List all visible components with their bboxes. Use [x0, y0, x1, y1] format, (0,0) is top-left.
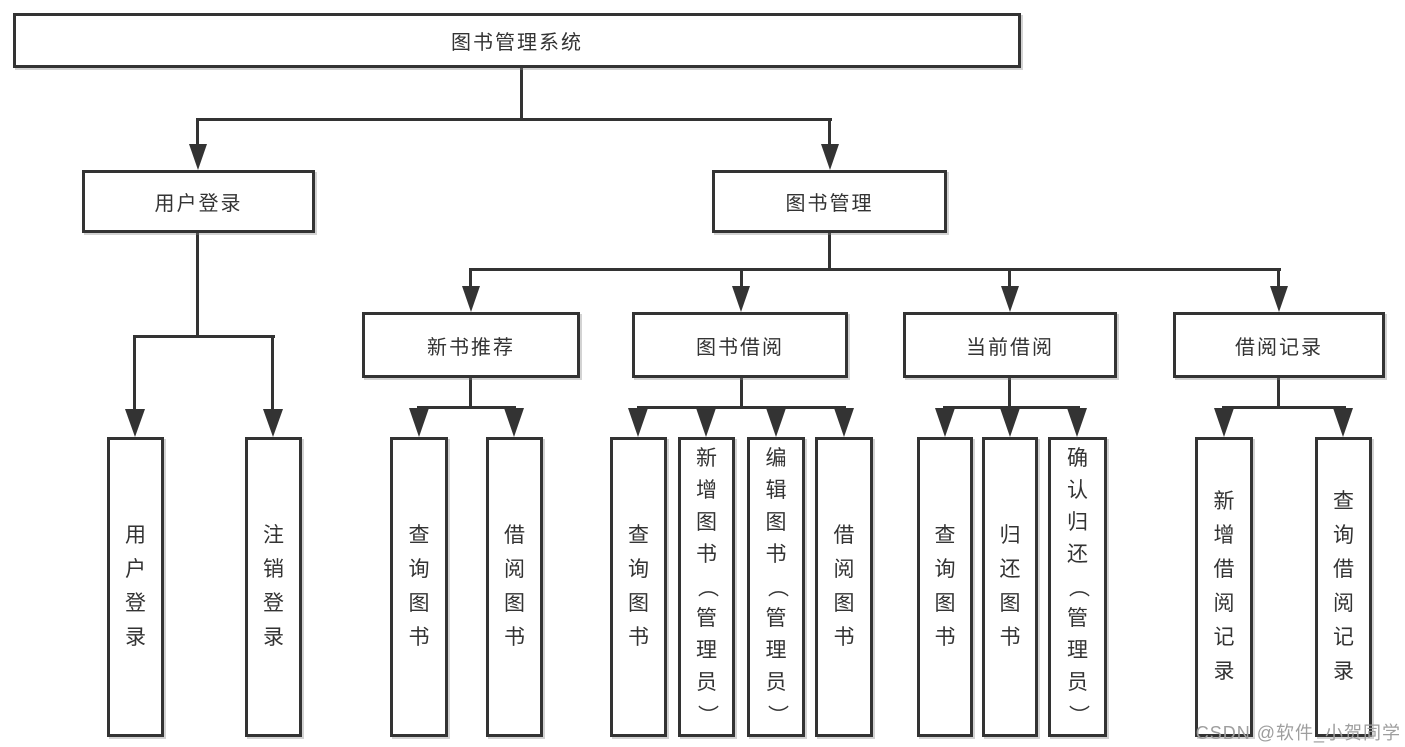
connector-line — [1222, 406, 1346, 409]
arrowhead-down-icon — [821, 144, 839, 170]
connector-line — [196, 118, 832, 121]
node-new-book-recommend: 新书推荐 — [362, 312, 580, 378]
arrowhead-down-icon — [1270, 286, 1288, 312]
connector-line — [943, 406, 1080, 409]
connector-line — [271, 338, 274, 411]
connector-line — [828, 233, 831, 271]
connector-line — [1277, 378, 1280, 409]
connector-line — [469, 378, 472, 409]
leaf-add-book-admin: 新增图书（管理员） — [678, 437, 735, 737]
connector-line — [828, 121, 831, 147]
node-user-login-label: 用户登录 — [154, 193, 243, 215]
leaf-return-books: 归还图书 — [982, 437, 1038, 737]
leaf-query-books-borrowing: 查询图书 — [610, 437, 667, 737]
connector-line — [740, 271, 743, 288]
arrowhead-down-icon — [1000, 408, 1020, 437]
leaf-add-book-admin-label: 新增图书（管理员） — [681, 443, 732, 731]
node-book-management-label: 图书管理 — [785, 193, 874, 215]
arrowhead-down-icon — [1333, 408, 1353, 437]
node-book-borrowing-label: 图书借阅 — [696, 336, 784, 359]
connector-line — [1008, 271, 1011, 288]
arrowhead-down-icon — [1067, 408, 1087, 437]
connector-line — [469, 271, 472, 288]
leaf-query-borrow-record: 查询借阅记录 — [1315, 437, 1372, 737]
connector-line — [196, 121, 199, 147]
leaf-user-login-label: 用户登录 — [125, 524, 146, 649]
leaf-add-borrow-record-label: 新增借阅记录 — [1213, 490, 1235, 683]
arrowhead-down-icon — [696, 408, 716, 437]
arrowhead-down-icon — [834, 408, 854, 437]
node-user-login: 用户登录 — [82, 170, 315, 233]
connector-line — [469, 268, 1281, 271]
leaf-logout: 注销登录 — [245, 437, 302, 737]
connector-line — [520, 67, 523, 120]
connector-line — [637, 406, 846, 409]
csdn-watermark: CSDN @软件_小贺同学 — [1195, 723, 1401, 743]
node-root: 图书管理系统 — [13, 13, 1021, 68]
arrowhead-down-icon — [263, 409, 283, 437]
leaf-return-books-label: 归还图书 — [999, 524, 1021, 649]
rotated-paren: ） — [765, 704, 788, 726]
rotated-paren: （ — [695, 576, 719, 598]
leaf-confirm-return-admin: 确认归还（管理员） — [1048, 437, 1107, 737]
arrowhead-down-icon — [1214, 408, 1234, 437]
leaf-query-books-recommend-label: 查询图书 — [408, 524, 430, 649]
node-book-management: 图书管理 — [712, 170, 947, 233]
node-current-borrowing: 当前借阅 — [903, 312, 1117, 378]
connector-line — [1277, 271, 1280, 288]
rotated-paren: （ — [765, 576, 788, 598]
rotated-paren: （ — [1066, 576, 1090, 598]
arrowhead-down-icon — [628, 408, 648, 437]
leaf-borrow-books-borrowing-label: 借阅图书 — [833, 524, 855, 649]
leaf-user-login: 用户登录 — [107, 437, 164, 737]
connector-line — [196, 233, 199, 338]
node-borrow-records-label: 借阅记录 — [1235, 336, 1323, 359]
node-borrow-records: 借阅记录 — [1173, 312, 1385, 378]
arrowhead-down-icon — [935, 408, 955, 437]
arrowhead-down-icon — [766, 408, 786, 437]
leaf-logout-label: 注销登录 — [263, 524, 284, 649]
leaf-query-books-borrowing-label: 查询图书 — [628, 524, 649, 649]
rotated-paren: ） — [695, 704, 719, 726]
leaf-query-books-current: 查询图书 — [917, 437, 973, 737]
arrowhead-down-icon — [409, 408, 429, 437]
connector-line — [133, 338, 136, 411]
leaf-add-borrow-record: 新增借阅记录 — [1195, 437, 1253, 737]
leaf-query-books-current-label: 查询图书 — [934, 524, 956, 649]
connector-line — [133, 335, 275, 338]
connector-line — [417, 406, 516, 409]
node-root-label: 图书管理系统 — [451, 32, 583, 54]
leaf-confirm-return-admin-label: 确认归还（管理员） — [1051, 443, 1104, 731]
leaf-borrow-books-borrowing: 借阅图书 — [815, 437, 873, 737]
leaf-borrow-books-recommend: 借阅图书 — [486, 437, 543, 737]
rotated-paren: ） — [1066, 704, 1090, 726]
arrowhead-down-icon — [462, 286, 480, 312]
connector-line — [740, 378, 743, 409]
arrowhead-down-icon — [125, 409, 145, 437]
leaf-query-borrow-record-label: 查询借阅记录 — [1333, 490, 1354, 683]
arrowhead-down-icon — [732, 286, 750, 312]
connector-line — [1008, 378, 1011, 409]
leaf-edit-book-admin: 编辑图书（管理员） — [747, 437, 805, 737]
node-current-borrowing-label: 当前借阅 — [966, 336, 1054, 359]
arrowhead-down-icon — [1001, 286, 1019, 312]
leaf-query-books-recommend: 查询图书 — [390, 437, 448, 737]
node-book-borrowing: 图书借阅 — [632, 312, 848, 378]
leaf-edit-book-admin-label: 编辑图书（管理员） — [750, 443, 802, 731]
arrowhead-down-icon — [504, 408, 524, 437]
leaf-borrow-books-recommend-label: 借阅图书 — [504, 524, 525, 649]
node-new-book-recommend-label: 新书推荐 — [427, 336, 515, 359]
arrowhead-down-icon — [189, 144, 207, 170]
